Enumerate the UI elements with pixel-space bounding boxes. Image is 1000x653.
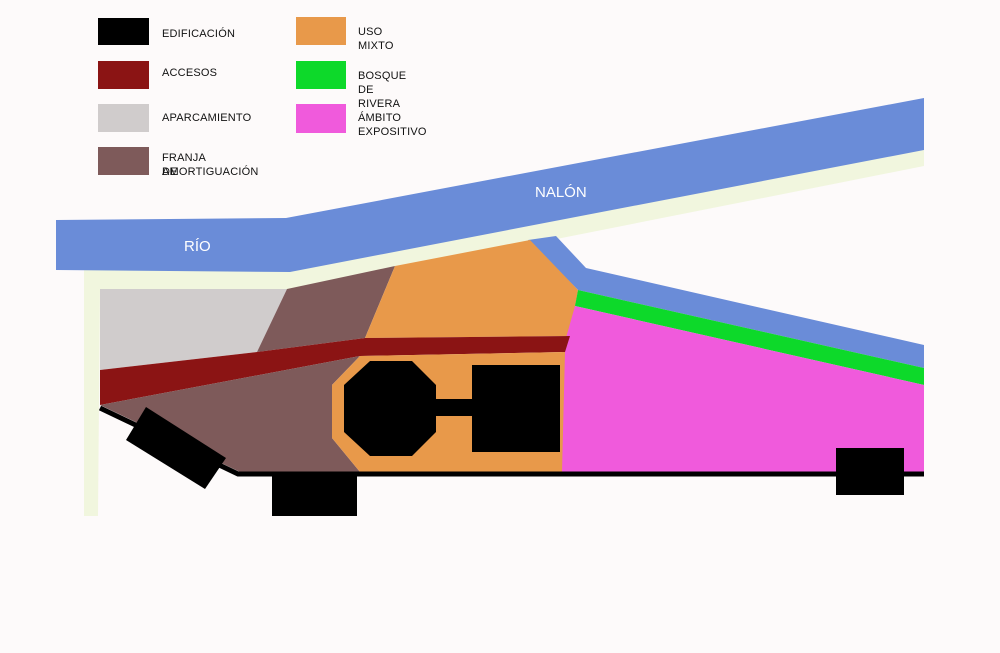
river-label-nalon: NALÓN [535,184,587,201]
legend-label-aparcamiento: APARCAMIENTO [162,112,252,124]
legend-swatch-bosque [296,61,346,89]
legend-label-accesos: ACCESOS [162,67,218,79]
legend-swatch-ambito [296,104,346,133]
legend-label-ambito: ÁMBITO EXPOSITIVO [358,112,427,138]
building-rotated [126,407,226,489]
zone-franja-lower [100,356,360,472]
river-label-rio: RÍO [184,238,211,255]
building-east [836,448,904,495]
building-octagon [344,361,436,456]
legend-label-edificacion: EDIFICACIÓN [162,28,236,40]
building-south [272,475,357,516]
legend-swatch-uso-mixto [296,17,346,45]
legend-label-uso-mixto: USO MIXTO [358,26,394,52]
zone-franja-upper [257,266,395,352]
legend-swatch-franja [98,147,149,175]
legend-swatch-accesos [98,61,149,89]
zone-accesos [100,336,570,405]
legend-swatch-edificacion [98,18,149,45]
zone-bosque-rivera [575,290,924,385]
zone-ambito-expositivo [560,306,924,472]
legend-label-franja-line1: FRANJA DE [162,152,206,178]
zone-aparcamiento [100,289,287,370]
legend-label-franja-line2: AMORTIGUACIÓN [162,166,259,178]
building-rectangle [472,365,560,452]
legend-label-bosque: BOSQUE DE RIVERA [358,70,407,110]
building-connector [430,399,478,416]
zone-uso-mixto-upper [365,240,578,338]
river-east-edge [528,236,924,368]
river [56,98,924,272]
legend-swatch-aparcamiento [98,104,149,132]
